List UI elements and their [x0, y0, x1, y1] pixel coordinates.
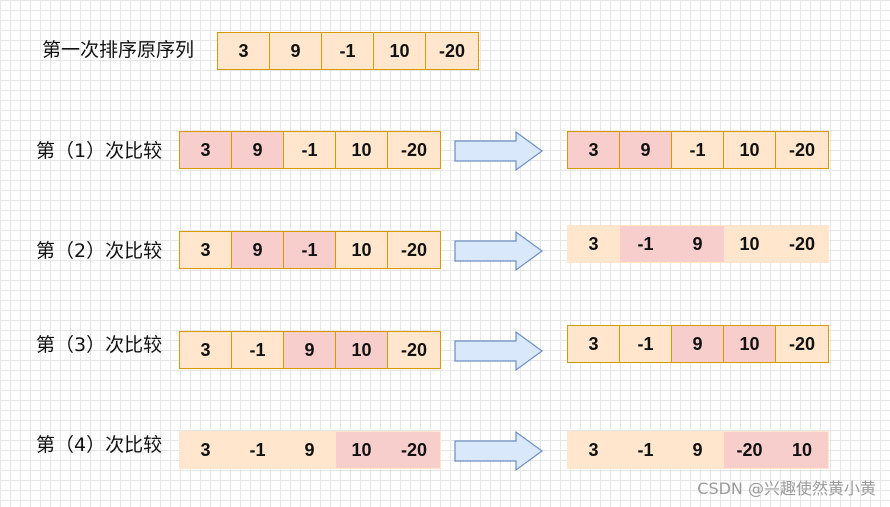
array-cell-highlighted: -1 [284, 232, 336, 268]
watermark: CSDN @兴趣使然黄小黄 [697, 479, 876, 498]
right-arrow-icon [454, 130, 544, 172]
array-cell: -20 [400, 339, 427, 360]
array-cell: -1 [672, 132, 724, 168]
array-cell-highlighted: 9 [284, 332, 336, 368]
array-cell: -20 [788, 333, 815, 354]
array-cell: 9 [270, 33, 322, 69]
array-cell-highlighted: -20 [724, 432, 776, 468]
array-cell: 10 [739, 233, 760, 254]
array-cell: -20 [400, 139, 427, 160]
array-cell: 3 [180, 232, 232, 268]
array-cell: 9 [304, 439, 315, 460]
original-sequence-label: 第一次排序原序列 [42, 39, 195, 61]
step-4-after-array: 3 -1 9 -20 10 [567, 431, 829, 469]
array-cell: -1 [637, 439, 654, 460]
array-cell-highlighted: 3 [180, 132, 232, 168]
step-3-after-array: 3 -1 9 10 -20 [567, 325, 829, 363]
array-cell: -20 [788, 139, 815, 160]
right-arrow-icon [454, 430, 544, 472]
array-cell: 3 [588, 439, 599, 460]
array-cell-highlighted: 9 [232, 232, 284, 268]
array-cell: 10 [724, 132, 776, 168]
right-arrow-icon [454, 230, 544, 272]
array-cell: 3 [588, 233, 599, 254]
step-3-label: 第（3）次比较 [36, 334, 163, 356]
array-cell-highlighted: 9 [620, 132, 672, 168]
array-cell: -1 [249, 439, 266, 460]
array-cell: 10 [336, 232, 388, 268]
array-cell-highlighted: 10 [336, 332, 388, 368]
right-arrow-icon [454, 330, 544, 372]
array-cell-highlighted: -1 [620, 226, 672, 262]
array-cell: -1 [620, 326, 672, 362]
array-cell: 3 [218, 33, 270, 69]
array-cell: 10 [374, 33, 426, 69]
step-2-label: 第（2）次比较 [36, 240, 163, 262]
array-cell: -1 [284, 132, 336, 168]
step-1-before-array: 3 9 -1 10 -20 [179, 131, 441, 169]
array-cell: 9 [692, 439, 703, 460]
array-cell: 3 [568, 326, 620, 362]
array-cell-highlighted: 9 [672, 326, 724, 362]
step-3-before-array: 3 -1 9 10 -20 [179, 331, 441, 369]
step-2-before-array: 3 9 -1 10 -20 [179, 231, 441, 269]
array-cell: -1 [322, 33, 374, 69]
array-cell-highlighted: 10 [776, 432, 828, 468]
array-cell-highlighted: 9 [232, 132, 284, 168]
step-4-label: 第（4）次比较 [36, 434, 163, 456]
array-cell-highlighted: -20 [388, 432, 440, 468]
step-4-before-array: 3 -1 9 10 -20 [179, 431, 441, 469]
step-1-after-array: 3 9 -1 10 -20 [567, 131, 829, 169]
array-cell: -20 [400, 239, 427, 260]
array-cell-highlighted: 9 [672, 226, 724, 262]
array-cell-highlighted: 10 [724, 326, 776, 362]
array-cell-highlighted: 3 [568, 132, 620, 168]
array-cell: -1 [232, 332, 284, 368]
array-cell: -20 [788, 233, 815, 254]
array-cell-highlighted: 10 [336, 432, 388, 468]
array-cell: -20 [438, 40, 465, 61]
array-cell: 3 [200, 439, 211, 460]
array-cell: 10 [336, 132, 388, 168]
original-sequence-array: 3 9 -1 10 -20 [217, 32, 479, 70]
step-1-label: 第（1）次比较 [36, 140, 163, 162]
step-2-after-array: 3 -1 9 10 -20 [567, 225, 829, 263]
array-cell: 3 [180, 332, 232, 368]
